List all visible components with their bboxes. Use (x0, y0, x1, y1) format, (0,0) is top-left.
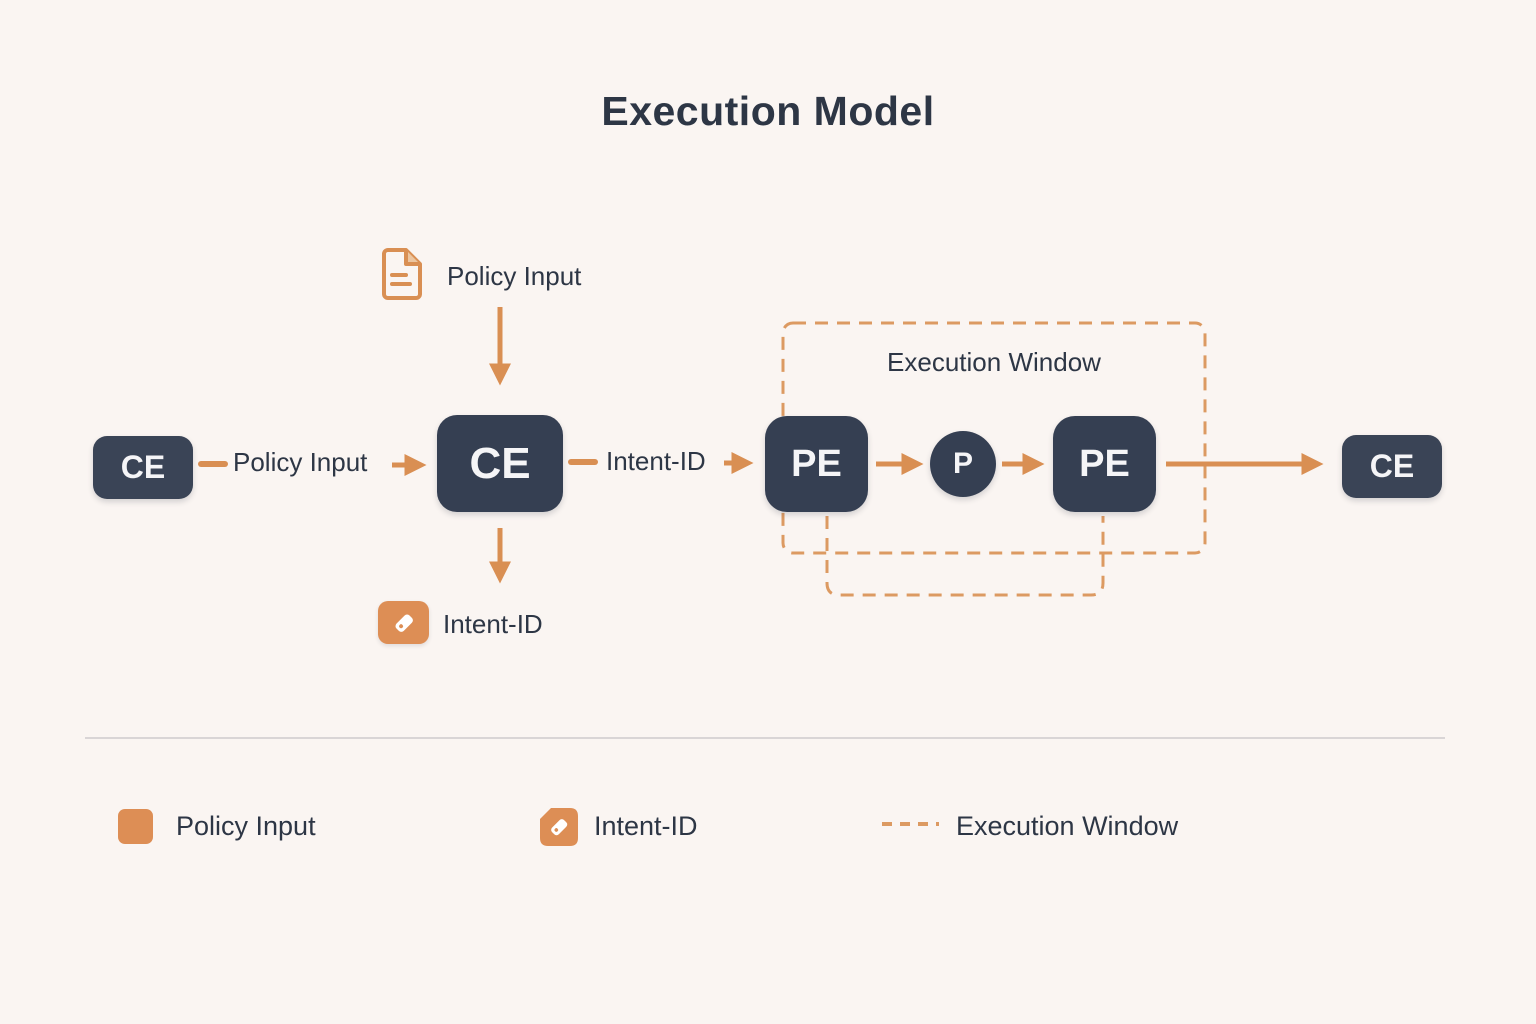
node-ce-sink: CE (1342, 435, 1442, 498)
node-pe-first: PE (765, 416, 868, 512)
intent-id-icon-label: Intent-ID (443, 609, 543, 639)
legend-execution-window-label: Execution Window (956, 811, 1179, 841)
legend-policy-input-swatch-icon (118, 809, 153, 844)
legend-divider (85, 737, 1445, 739)
node-ce-source-label: CE (120, 449, 166, 485)
edge-label-intent-id: Intent-ID (606, 446, 706, 476)
edge-label-policy-input: Policy Input (233, 447, 368, 477)
policy-input-document-icon (380, 248, 426, 300)
node-ce-main: CE (437, 415, 563, 512)
node-pe-first-label: PE (791, 442, 842, 485)
execution-window-inner-dashed-box (825, 516, 1105, 597)
node-ce-sink-label: CE (1369, 448, 1415, 484)
node-pe-second-label: PE (1079, 442, 1130, 485)
node-p-step-label: P (952, 447, 973, 480)
policy-input-icon-label: Policy Input (447, 261, 582, 291)
node-ce-main-label: CE (469, 438, 531, 488)
legend-intent-id-label: Intent-ID (594, 811, 698, 841)
node-ce-source: CE (93, 436, 193, 499)
intent-id-tag-icon (378, 601, 429, 644)
legend-intent-id-tag-icon (538, 806, 580, 848)
execution-window-outer-dashed-box (781, 321, 1207, 555)
node-p-step: P (930, 431, 996, 497)
execution-window-label: Execution Window (887, 347, 1101, 377)
legend-policy-input-label: Policy Input (176, 811, 316, 841)
node-pe-second: PE (1053, 416, 1156, 512)
diagram-title: Execution Model (601, 88, 935, 134)
